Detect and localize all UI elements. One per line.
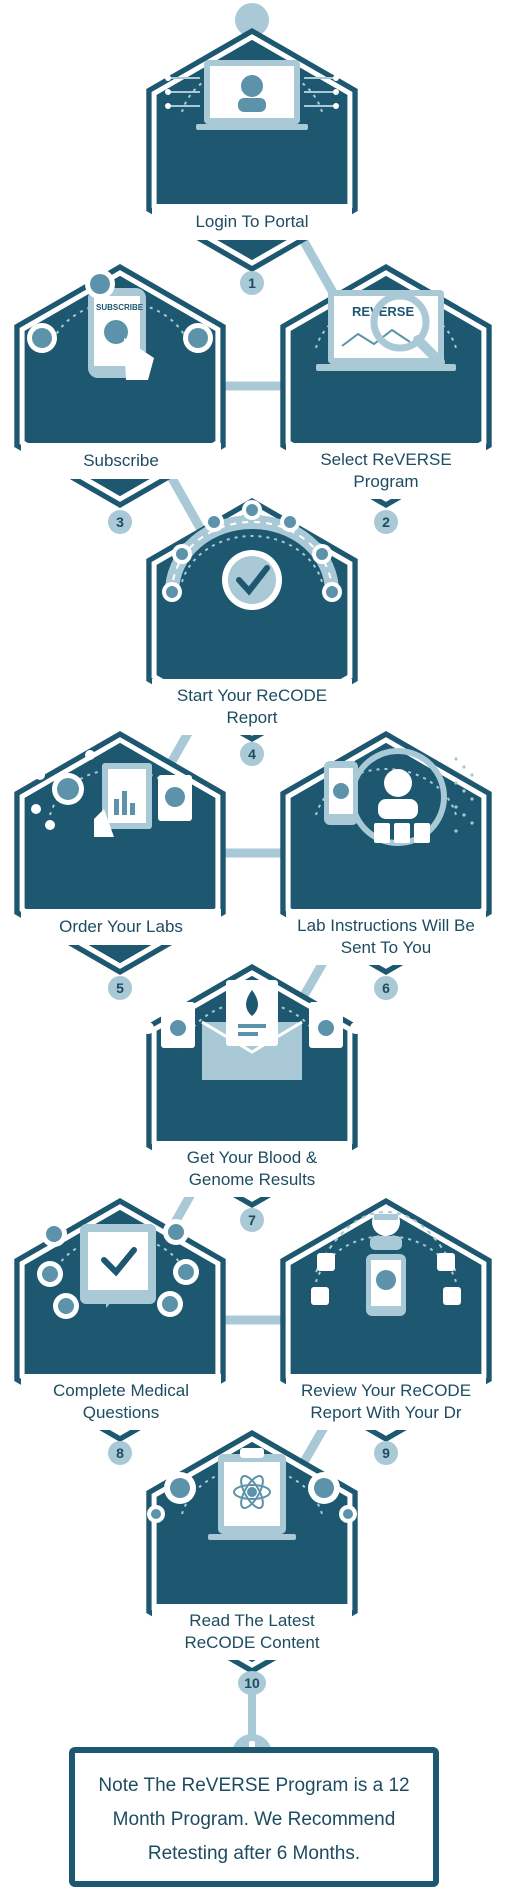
step-5-label: Order Your Labs [21, 909, 221, 945]
step-8-label: Complete Medical Questions [21, 1374, 221, 1430]
svg-text:SUBSCRIBE: SUBSCRIBE [96, 303, 144, 312]
step-6-label: Lab Instructions Will Be Sent To You [286, 909, 486, 965]
step-7-number: 7 [240, 1208, 264, 1232]
step-10-label: Read The Latest ReCODE Content [152, 1604, 352, 1660]
laptop-magnifier-icon: REVERSE [315, 290, 457, 371]
step-2-label: Select ReVERSE Program [286, 443, 486, 499]
chat-checkmark-icon [37, 1219, 199, 1319]
phone-subscribe-icon: SUBSCRIBE [27, 269, 213, 380]
step-4-number: 4 [240, 742, 264, 766]
envelope-results-icon [142, 980, 362, 1080]
checkmark-gauge-icon [162, 500, 342, 610]
step-1-label: Login To Portal [152, 204, 352, 240]
svg-text:REVERSE: REVERSE [352, 304, 414, 319]
step-4-label: Start Your ReCODE Report [152, 679, 352, 735]
step-5-number: 5 [108, 976, 132, 1000]
phone-instructions-icon [315, 748, 474, 846]
computer-doctor-icon [165, 60, 339, 130]
top-pin [235, 3, 269, 37]
clipboard-atom-icon [147, 1448, 357, 1540]
step-9-label: Review Your ReCODE Report With Your Dr [286, 1374, 486, 1430]
step-7-label: Get Your Blood & Genome Results [152, 1141, 352, 1197]
step-10-number: 10 [238, 1671, 266, 1695]
step-3-label: Subscribe [21, 443, 221, 479]
program-note: Note The ReVERSE Program is a 12 Month P… [69, 1747, 439, 1887]
step-8-number: 8 [108, 1441, 132, 1465]
step-6-number: 6 [374, 976, 398, 1000]
step-1-number: 1 [240, 271, 264, 295]
step-8-hexagon [14, 1198, 226, 1442]
step-9-number: 9 [374, 1441, 398, 1465]
doctor-phone-icon [311, 1208, 461, 1316]
tablet-order-icon [31, 750, 192, 837]
step-3-number: 3 [108, 510, 132, 534]
step-2-number: 2 [374, 510, 398, 534]
